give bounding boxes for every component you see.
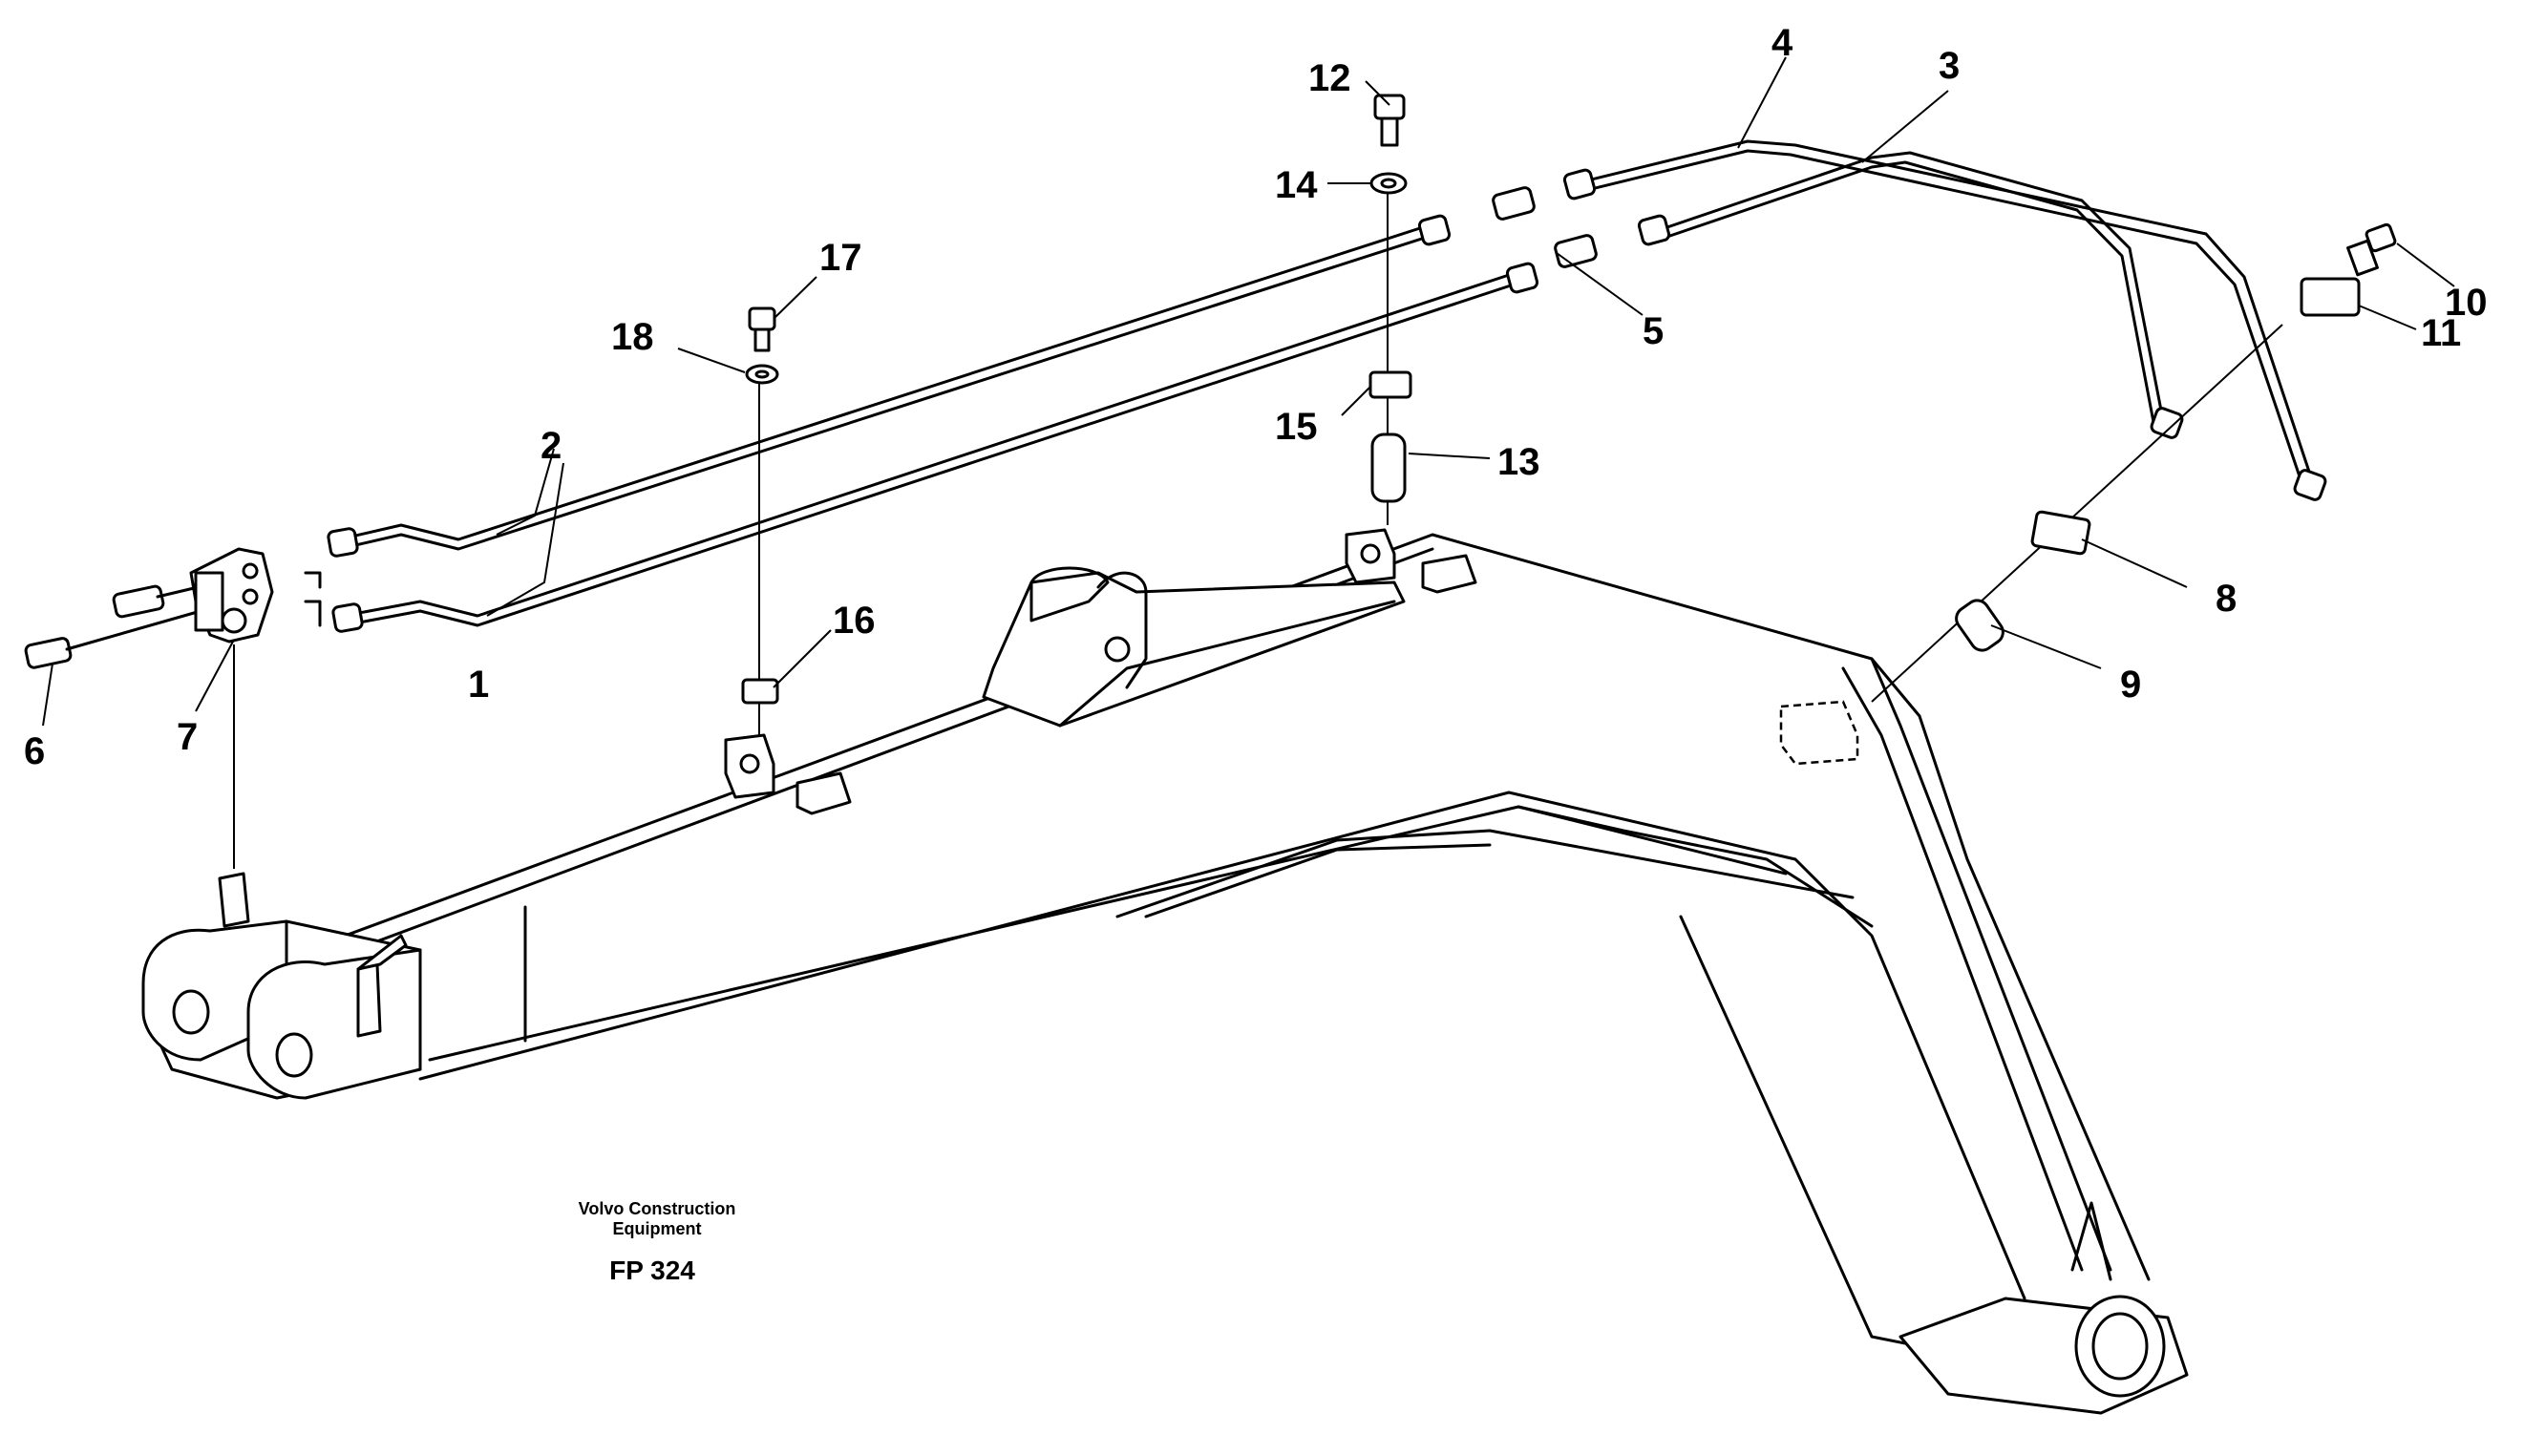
part-label-18: 18	[611, 316, 654, 358]
leader-lines	[42, 56, 2455, 727]
part-label-12: 12	[1308, 57, 1351, 99]
part-label-17: 17	[819, 237, 862, 279]
part-label-7: 7	[177, 716, 198, 758]
small-parts	[741, 94, 2397, 705]
part-label-10: 10	[2445, 282, 2488, 324]
figure-footer: Volvo Construction Equipment FP 324	[579, 1199, 736, 1285]
company-name-line1: Volvo Construction	[579, 1199, 736, 1218]
part-label-9: 9	[2120, 664, 2141, 706]
part-label-3: 3	[1939, 45, 1960, 87]
part-label-8: 8	[2216, 578, 2237, 620]
boom-body	[141, 528, 2189, 1415]
figure-code: FP 324	[609, 1256, 695, 1285]
part-label-14: 14	[1275, 164, 1318, 206]
part-label-13: 13	[1497, 441, 1540, 483]
part-label-5: 5	[1643, 310, 1664, 352]
company-name-line2: Equipment	[613, 1219, 702, 1238]
tubes	[24, 139, 2327, 869]
part-number-labels: 1 2 3 4 5 6 7 8 9 10 11 12 13 14 15 16 1…	[24, 22, 2488, 772]
part-label-1: 1	[468, 664, 489, 706]
part-label-15: 15	[1275, 406, 1318, 448]
part-label-11: 11	[2421, 312, 2461, 354]
part-label-2: 2	[541, 425, 562, 467]
part-label-6: 6	[24, 730, 45, 772]
part-label-16: 16	[833, 600, 876, 642]
part-label-4: 4	[1771, 22, 1793, 64]
